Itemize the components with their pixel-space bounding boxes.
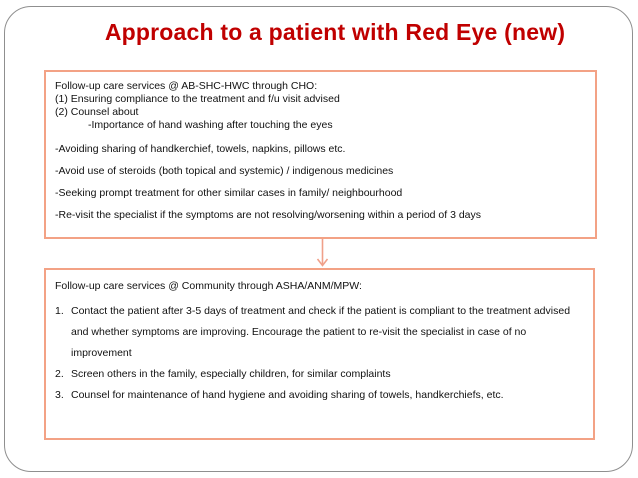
item-number: 2. (55, 368, 64, 380)
hwc-box-line: (2) Counsel about (55, 106, 139, 118)
followup-hwc-box: Follow-up care services @ AB-SHC-HWC thr… (44, 70, 597, 239)
item-text: Contact the patient after 3-5 days of tr… (71, 305, 571, 359)
community-box-heading: Follow-up care services @ Community thro… (55, 280, 362, 292)
page-title: Approach to a patient with Red Eye (new) (104, 19, 566, 45)
hwc-box-bullet: -Avoiding sharing of handkerchief, towel… (55, 143, 346, 155)
item-text: Counsel for maintenance of hand hygiene … (71, 389, 504, 401)
community-box-item: 1. Contact the patient after 3-5 days of… (55, 301, 583, 364)
hwc-box-bullet: -Re-visit the specialist if the symptoms… (55, 209, 482, 221)
hwc-box-line: (1) Ensuring compliance to the treatment… (55, 93, 340, 105)
followup-community-box: Follow-up care services @ Community thro… (44, 268, 595, 440)
down-arrow-icon (314, 239, 331, 267)
community-box-item: 2. Screen others in the family, especial… (55, 364, 583, 385)
hwc-box-bullet: -Avoid use of steroids (both topical and… (55, 165, 394, 177)
item-number: 1. (55, 305, 64, 317)
item-number: 3. (55, 389, 64, 401)
item-text: Screen others in the family, especially … (71, 368, 391, 380)
hwc-box-heading: Follow-up care services @ AB-SHC-HWC thr… (55, 80, 318, 92)
hwc-box-bullet: -Seeking prompt treatment for other simi… (55, 187, 403, 199)
community-box-item: 3. Counsel for maintenance of hand hygie… (55, 385, 583, 406)
hwc-box-indented-line: -Importance of hand washing after touchi… (88, 119, 333, 131)
